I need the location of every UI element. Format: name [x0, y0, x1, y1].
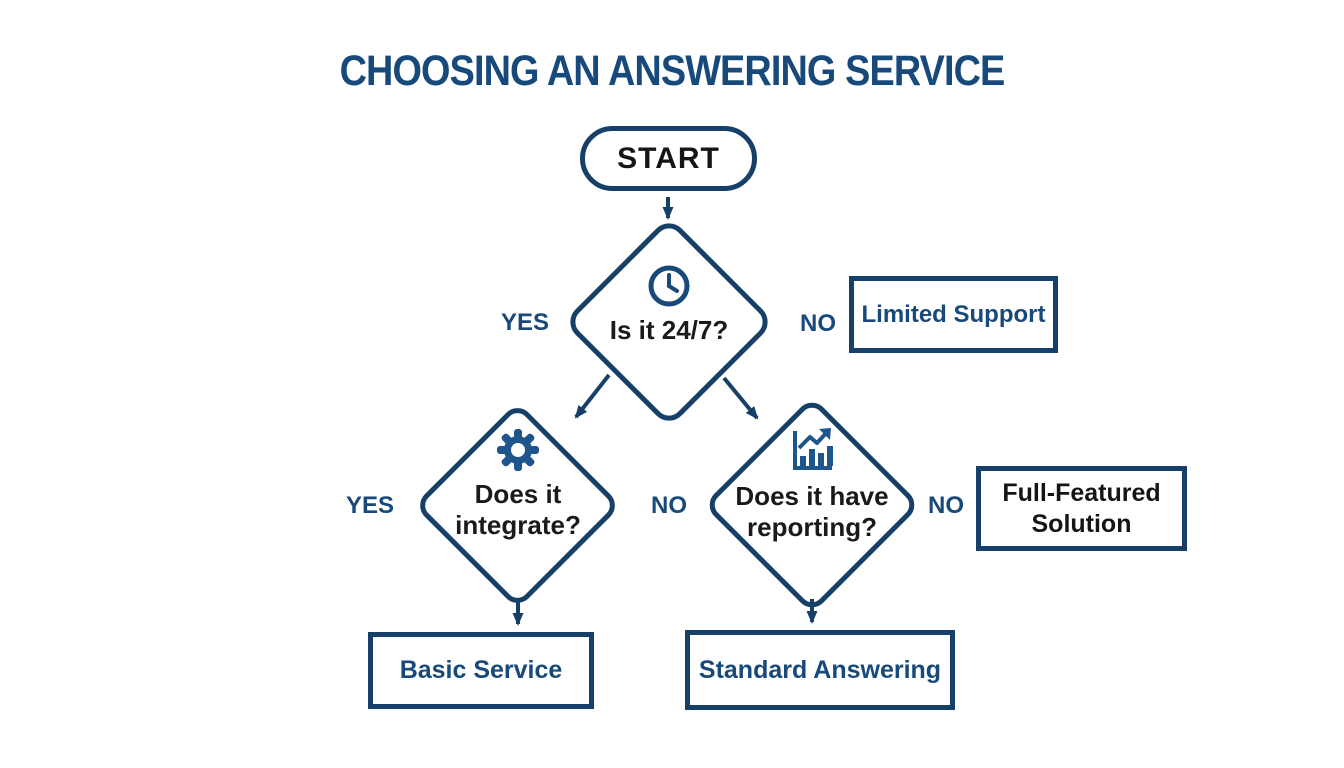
outcome-full-featured-solution: Full-Featured Solution: [976, 466, 1187, 551]
outcome-limited-support: Limited Support: [849, 276, 1058, 353]
decision-reporting-diamond: [703, 396, 921, 614]
start-label: START: [617, 141, 720, 175]
edge-label-247-no: NO: [800, 310, 836, 337]
edge-label-integrate-no: NO: [651, 492, 687, 519]
outcome-basic-service: Basic Service: [368, 632, 594, 709]
outcome-standard-answering: Standard Answering: [685, 630, 955, 710]
arrow-247-to-reporting: [722, 376, 759, 420]
decision-integrate-diamond: [413, 401, 622, 610]
edge-label-247-yes: YES: [501, 309, 550, 336]
edge-label-integrate-yes: YES: [346, 492, 395, 519]
decision-247-diamond: [562, 215, 776, 429]
arrow-247-to-integrate: [574, 373, 611, 419]
page-title: CHOOSING AN ANSWERING SERVICE: [339, 47, 1006, 95]
start-node: START: [580, 126, 757, 191]
edge-label-reporting-no: NO: [928, 492, 964, 519]
